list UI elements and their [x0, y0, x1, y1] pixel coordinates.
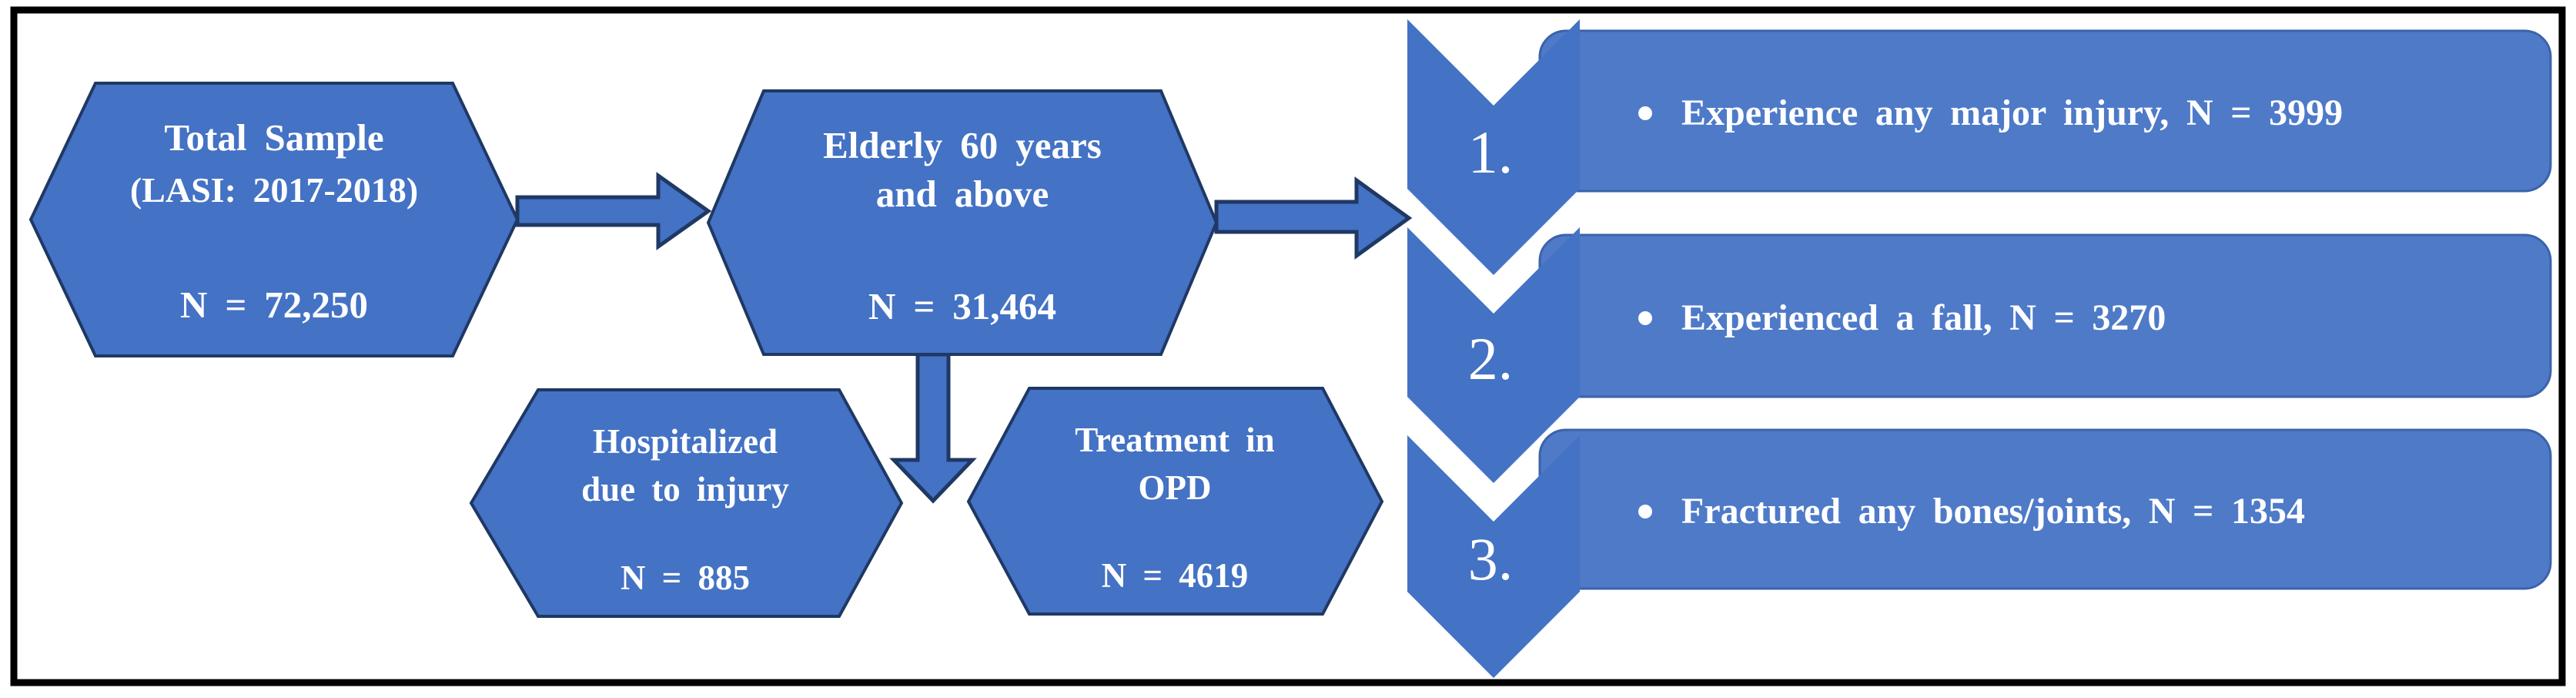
hexagon-elderly: Elderly 60 years and above N = 31,464 — [706, 89, 1219, 356]
node-label: Hospitalized — [593, 422, 778, 461]
hexagon-treatment-opd: Treatment in OPD N = 4619 — [966, 387, 1384, 616]
connectors — [515, 172, 1413, 504]
node-count: N = 4619 — [1102, 556, 1248, 595]
node-label: and above — [876, 173, 1049, 215]
list-item-1-text: Experience any major injury, N = 3999 — [1681, 92, 2343, 133]
bullet-icon — [1638, 311, 1652, 325]
node-label: Total Sample — [164, 116, 383, 159]
chevron-step-2 — [1407, 227, 1580, 483]
node-count: N = 31,464 — [868, 285, 1056, 327]
hexagon-hospitalized-shape — [469, 388, 904, 618]
bullet-icon — [1638, 505, 1652, 518]
arrow-elderly-down-icon — [889, 352, 977, 504]
node-label: Treatment in — [1075, 421, 1274, 459]
figure-border — [10, 6, 2566, 686]
hexagon-hospitalized: Hospitalized due to injury N = 885 — [469, 388, 904, 618]
hexagon-total-sample: Total Sample (LASI: 2017-2018) N = 72,25… — [28, 82, 520, 357]
node-label: (LASI: 2017-2018) — [130, 170, 418, 210]
node-label: OPD — [1139, 468, 1212, 507]
chevron-step-1 — [1407, 19, 1580, 275]
node-label: due to injury — [581, 470, 789, 508]
hexagon-elderly-shape — [706, 89, 1219, 356]
chevron-step-3 — [1407, 435, 1580, 678]
hexagon-treatment-opd-shape — [966, 387, 1384, 616]
step-number-3: 3. — [1468, 525, 1514, 592]
step-number-2: 2. — [1468, 325, 1514, 392]
list-item-3-text: Fractured any bones/joints, N = 1354 — [1681, 491, 2305, 532]
chevron-band: 1. 2. 3. — [1407, 19, 1580, 678]
node-count: N = 885 — [621, 559, 750, 597]
node-count: N = 72,250 — [180, 284, 368, 326]
chevron-list-boxes: Experience any major injury, N = 3999 Ex… — [1538, 29, 2552, 590]
hexagon-total-sample-shape — [28, 82, 520, 357]
list-item-2-text: Experienced a fall, N = 3270 — [1681, 297, 2166, 338]
step-number-1: 1. — [1468, 119, 1514, 186]
arrow-elderly-to-list-icon — [1214, 176, 1413, 260]
bullet-icon — [1638, 106, 1652, 120]
node-label: Elderly 60 years — [823, 124, 1102, 166]
arrow-total-to-elderly-icon — [515, 172, 712, 250]
